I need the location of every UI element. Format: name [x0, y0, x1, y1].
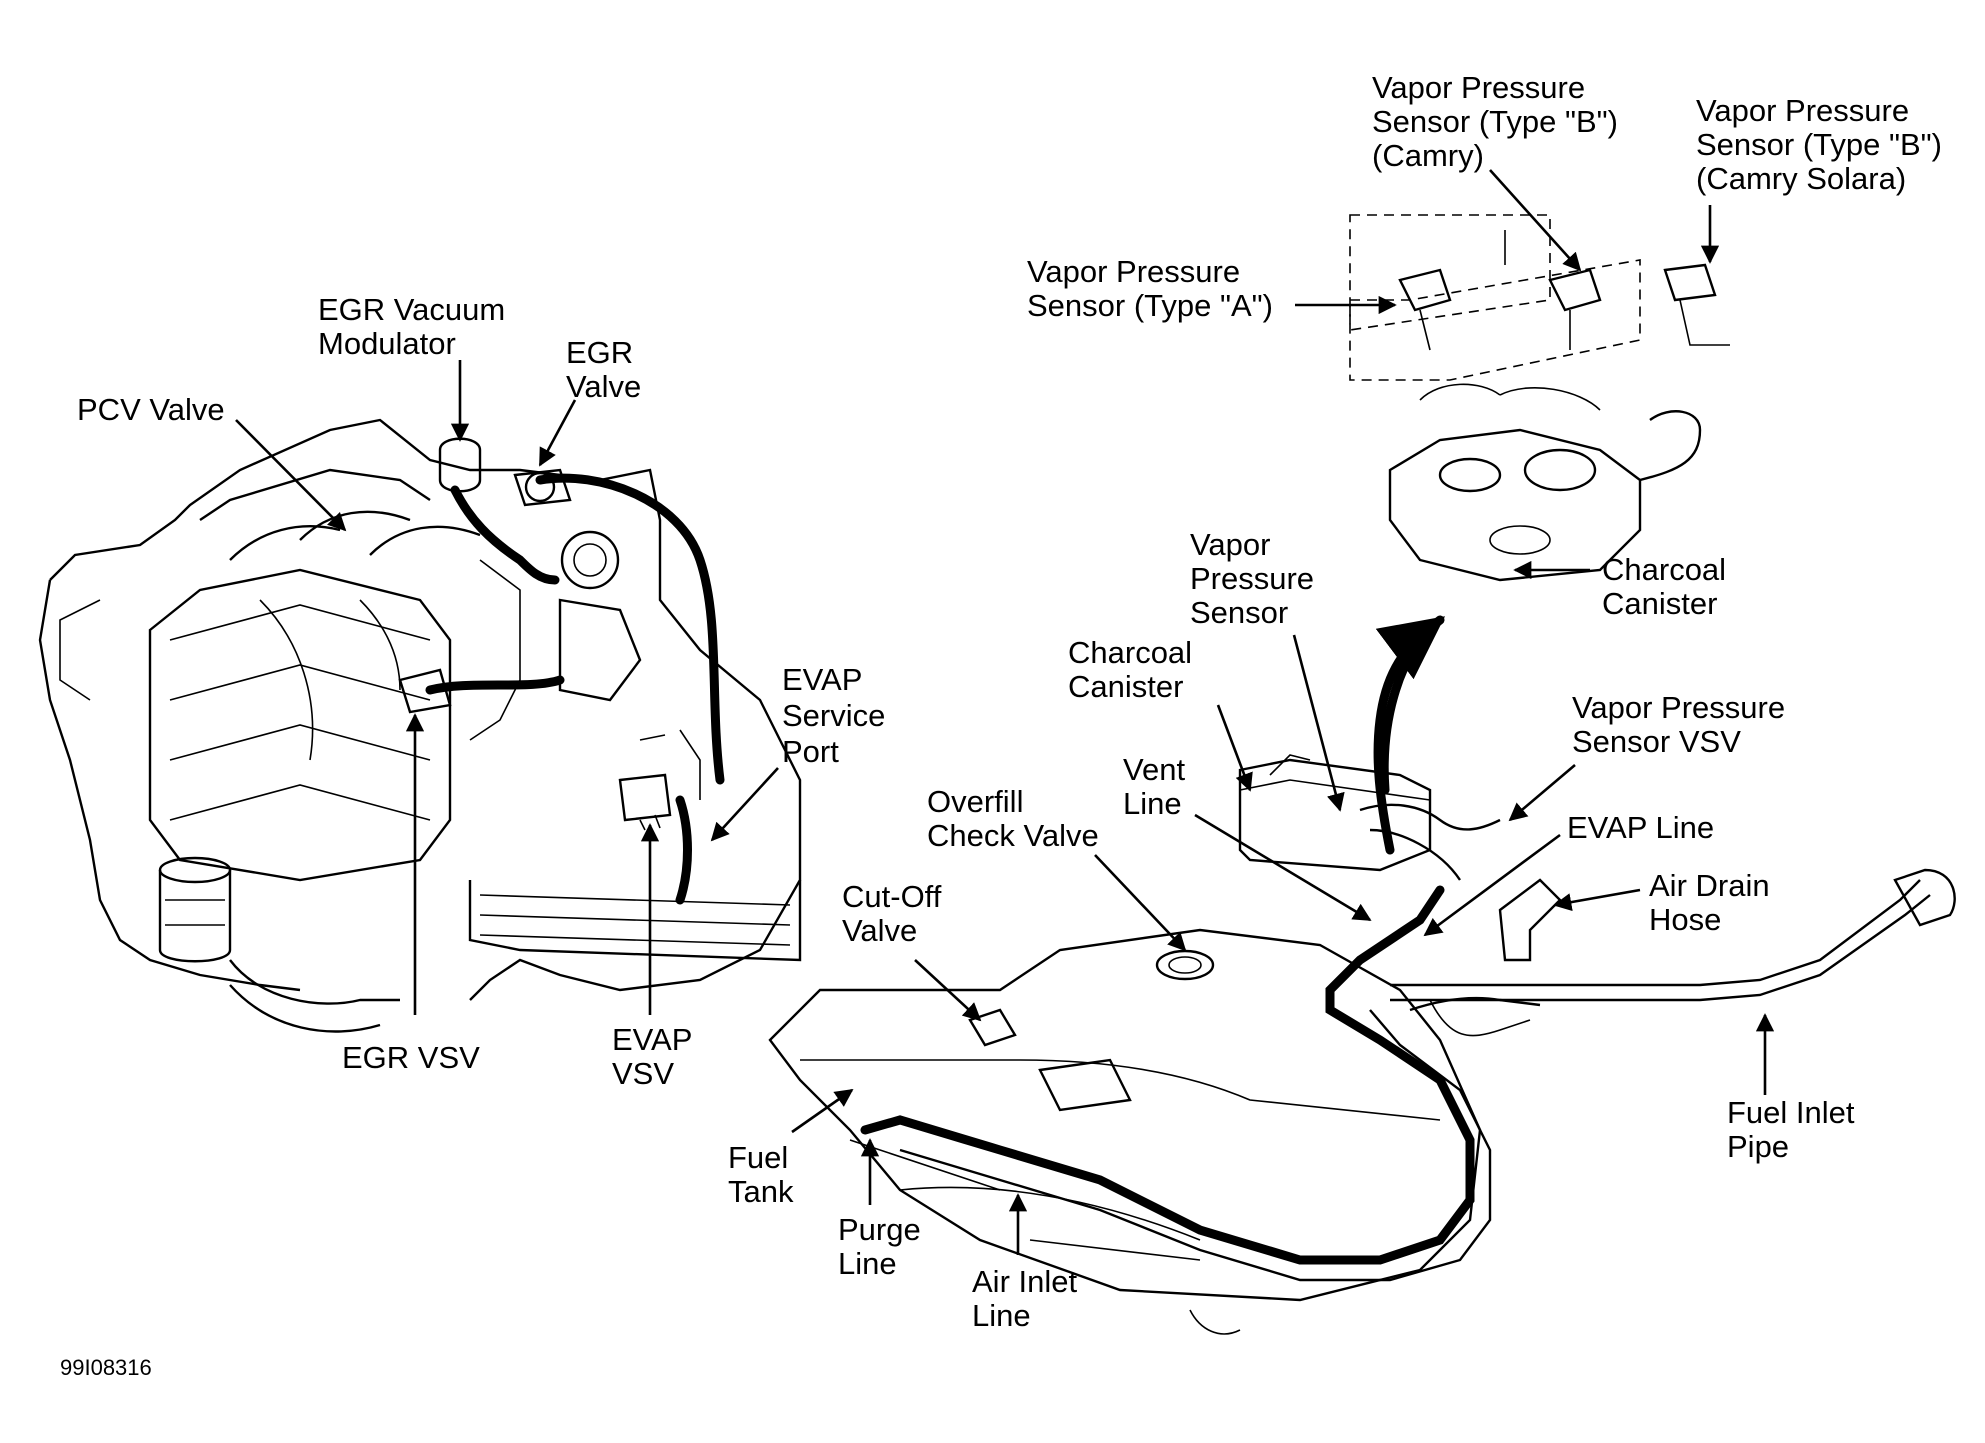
canister-location-arrow — [1375, 615, 1446, 795]
figure-code: 99I08316 — [60, 1355, 152, 1380]
leader-lines — [235, 169, 1775, 1255]
label-overfill-check-valve: Overfill Check Valve — [927, 784, 1099, 853]
engine-illustration — [38, 418, 802, 1033]
canister-detail-illustration — [1349, 214, 1730, 582]
label-cut-off-valve: Cut-Off Valve — [842, 879, 950, 948]
label-egr-valve: EGR Valve — [566, 335, 642, 404]
label-fuel-inlet-pipe: Fuel Inlet Pipe — [1727, 1095, 1863, 1164]
label-air-inlet-line: Air Inlet Line — [972, 1264, 1086, 1333]
label-vapor-pressure-sensor: Vapor Pressure Sensor — [1190, 527, 1323, 630]
engine-vacuum-hoses — [425, 473, 725, 905]
label-charcoal-canister-detail: Charcoal Canister — [1602, 552, 1735, 621]
label-purge-line: Purge Line — [838, 1212, 929, 1281]
label-evap-service-port: EVAP Service Port — [782, 662, 894, 769]
label-evap-line: EVAP Line — [1567, 810, 1714, 845]
label-vent-line: Vent Line — [1123, 752, 1194, 821]
label-vapor-pressure-sensor-vsv: Vapor Pressure Sensor VSV — [1572, 690, 1794, 759]
label-egr-vsv: EGR VSV — [342, 1040, 480, 1075]
label-vapor-pressure-sensor-type-a: Vapor Pressure Sensor (Type "A") — [1027, 254, 1273, 323]
label-fuel-tank: Fuel Tank — [728, 1140, 797, 1209]
label-evap-vsv: EVAP VSV — [612, 1022, 700, 1091]
label-vapor-pressure-sensor-type-b-camry: Vapor Pressure Sensor (Type "B") (Camry) — [1372, 70, 1627, 173]
fuel-tank-lines — [860, 625, 1492, 1282]
label-charcoal-canister: Charcoal Canister — [1068, 635, 1201, 704]
label-vapor-pressure-sensor-type-b-solara: Vapor Pressure Sensor (Type "B") (Camry … — [1696, 93, 1951, 196]
label-pcv-valve: PCV Valve — [77, 392, 225, 427]
label-egr-vacuum-modulator: EGR Vacuum Modulator — [318, 292, 514, 361]
label-air-drain-hose: Air Drain Hose — [1649, 868, 1778, 937]
